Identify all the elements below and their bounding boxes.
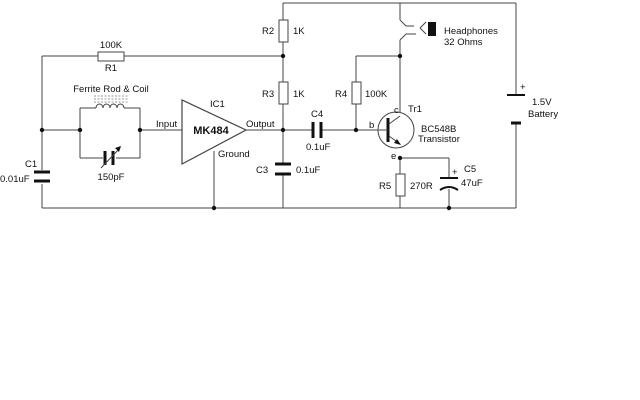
tr1-base-label: b [369, 120, 374, 131]
c5-plus: + [452, 167, 458, 178]
ic1-input-label: Input [156, 119, 177, 130]
resistor-r2: R2 1K [262, 19, 305, 43]
ic1-mk484: MK484 IC1 Input Output Ground [156, 99, 275, 165]
junction-dot [211, 205, 217, 211]
c4-value: 0.1uF [306, 142, 330, 153]
r4-name: R4 [335, 89, 347, 100]
c1-value: 0.01uF [0, 174, 30, 185]
c5-value: 47uF [461, 178, 483, 189]
tr1-type: Transistor [418, 134, 460, 145]
c4-name: C4 [311, 109, 323, 120]
junction-dot [280, 53, 286, 59]
junction-dot [77, 127, 83, 133]
tr1-emitter-label: e [391, 151, 396, 162]
resistor-r1: 100K R1 [97, 40, 125, 74]
tr1-name: Tr1 [408, 104, 422, 115]
resistor-r5: R5 270R [379, 173, 433, 197]
ferrite-rod [94, 95, 128, 103]
junction-dot [39, 127, 45, 133]
capacitor-c1: C1 0.01uF [0, 159, 50, 185]
r3-value: 1K [293, 89, 305, 100]
c5-name: C5 [464, 164, 476, 175]
junction-dot [280, 127, 286, 133]
r5-value: 270R [410, 181, 433, 192]
tuning-capacitor: 150pF [98, 146, 125, 183]
tuning-cap-value: 150pF [98, 172, 125, 183]
ferrite-label: Ferrite Rod & Coil [73, 84, 149, 95]
capacitor-c3: C3 0.1uF [256, 162, 320, 176]
ic1-output-label: Output [246, 119, 275, 130]
r1-value: 100K [100, 40, 123, 51]
ferrite-rod-coil: Ferrite Rod & Coil [73, 84, 149, 109]
r3-name: R3 [262, 89, 274, 100]
r2-value: 1K [293, 26, 305, 37]
junction-dot [397, 155, 403, 161]
junction-dot [446, 205, 452, 211]
resistor-r4: R4 100K [335, 81, 388, 105]
coil [95, 103, 125, 109]
battery: + 1.5V Battery [507, 82, 558, 125]
ic1-ground-label: Ground [218, 149, 250, 160]
ic1-part: MK484 [193, 125, 229, 137]
c3-name: C3 [256, 165, 268, 176]
capacitor-c5: + C5 47uF [439, 164, 483, 191]
r5-name: R5 [379, 181, 391, 192]
tr1-part: BC548B [421, 124, 456, 135]
transistor-tr1: b c e Tr1 BC548B Transistor [369, 104, 460, 162]
junction-dot [397, 53, 403, 59]
junction-dot [353, 127, 359, 133]
headphones-impedance: 32 Ohms [444, 37, 483, 48]
resistor-r3: R3 1K [262, 81, 305, 105]
headphones-label: Headphones [444, 26, 498, 37]
wiring [41, 2, 517, 209]
tr1-collector-label: c [394, 105, 399, 116]
headphone-jack: Headphones 32 Ohms [399, 3, 498, 48]
c3-value: 0.1uF [296, 165, 320, 176]
battery-voltage: 1.5V [532, 97, 552, 108]
junction-dots [39, 53, 452, 211]
capacitor-c4: C4 0.1uF [306, 109, 330, 153]
battery-label: Battery [528, 109, 558, 120]
r1-name: R1 [105, 63, 117, 74]
junction-dot [137, 127, 143, 133]
r2-name: R2 [262, 26, 274, 37]
c1-name: C1 [25, 159, 37, 170]
ic1-name: IC1 [210, 99, 225, 110]
battery-plus: + [520, 82, 526, 93]
r4-value: 100K [365, 89, 388, 100]
